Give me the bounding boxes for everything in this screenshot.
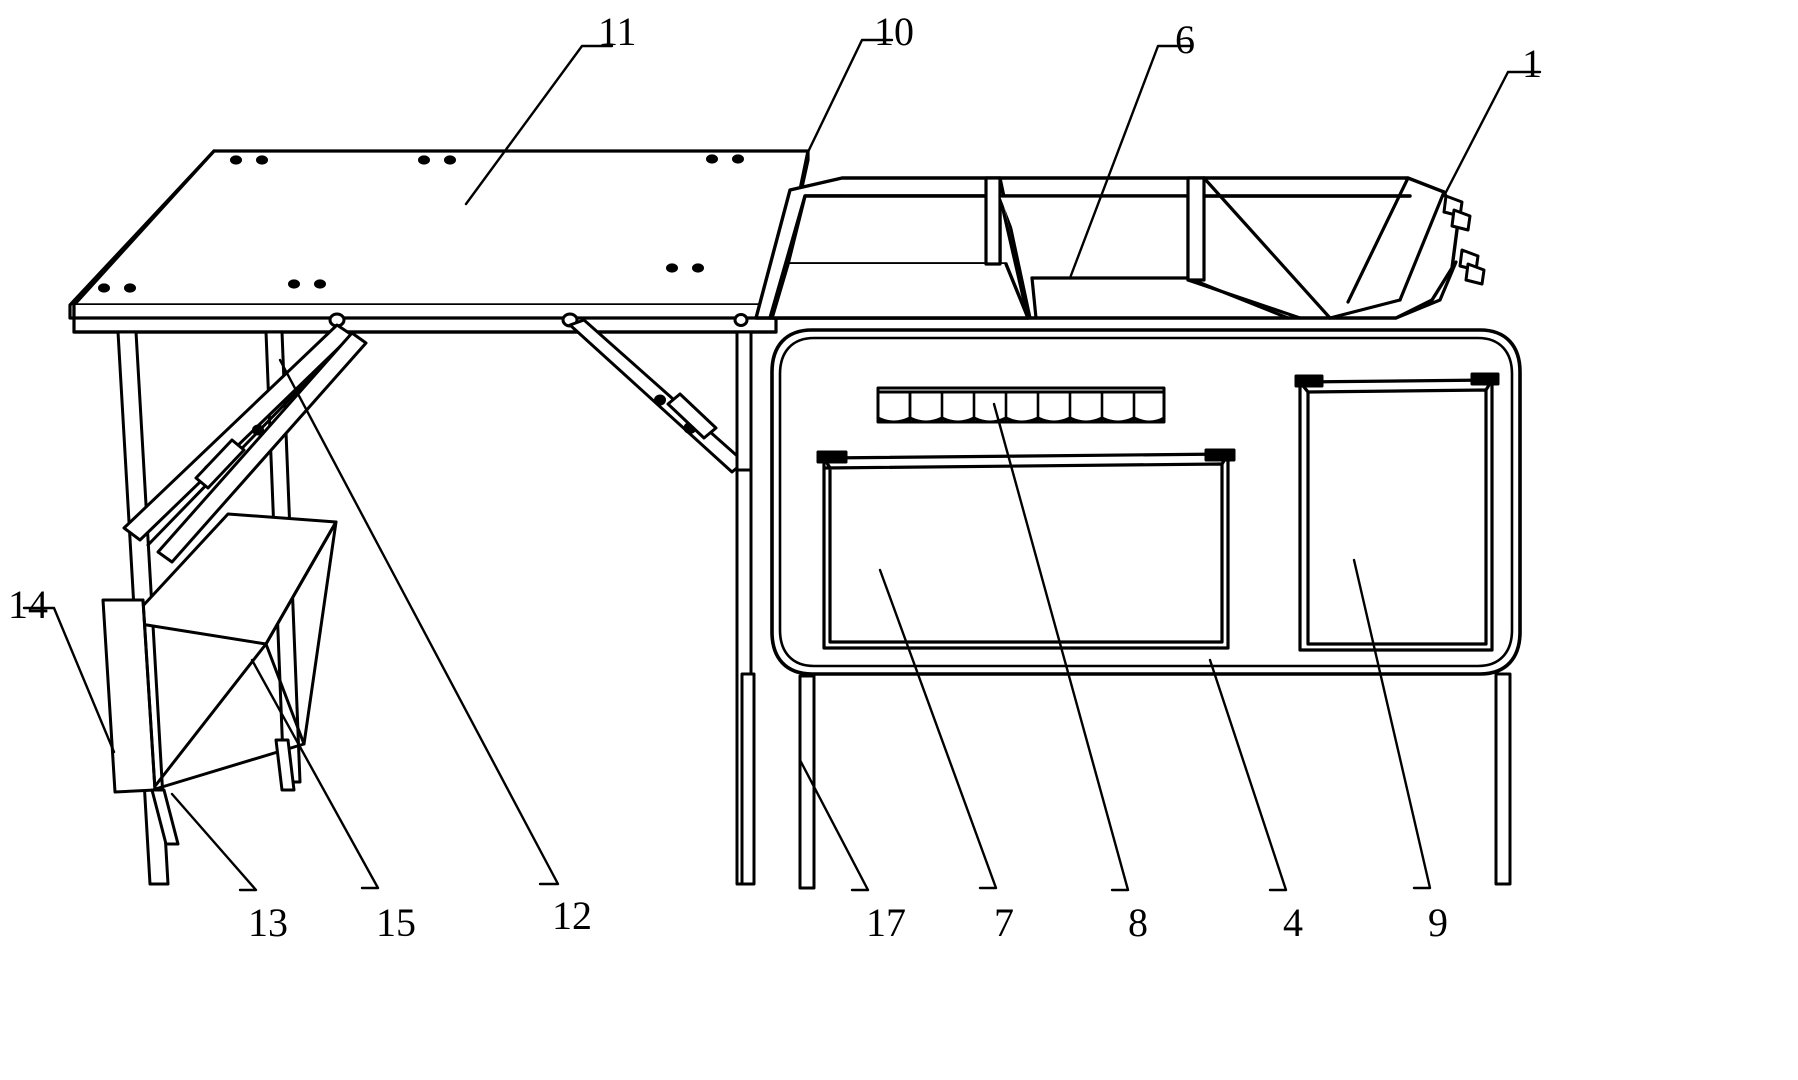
foldable-table-top-panel [68, 149, 810, 320]
cabinet-leg-left-rear [740, 672, 756, 886]
drawer-top-lip [816, 448, 1236, 464]
reference-numeral-11: 11 [598, 9, 637, 54]
bin-support-bracket [150, 738, 296, 846]
tray-compartment-right [1202, 194, 1412, 320]
tray-compartment-left [770, 194, 1030, 320]
folding-leg-brace-left-outer [156, 331, 368, 564]
reference-numeral-8: 8 [1128, 900, 1148, 945]
tray-latch-lower [1458, 248, 1486, 286]
table-top-front-apron [72, 303, 778, 334]
control-panel-strip [876, 386, 1166, 424]
reference-numeral-13: 13 [248, 900, 288, 945]
tray-divider-2 [1186, 176, 1332, 320]
reference-numeral-9: 9 [1428, 900, 1448, 945]
reference-numeral-12: 12 [552, 893, 592, 938]
side-door-panel [1298, 378, 1494, 652]
tray-rounded-corner [1346, 176, 1458, 320]
reference-numeral-14: 14 [8, 582, 48, 627]
side-door-top-lip [1294, 372, 1500, 388]
reference-numeral-10: 10 [874, 9, 914, 54]
reference-numeral-17: 17 [866, 900, 906, 945]
reference-numeral-1: 1 [1522, 41, 1542, 86]
reference-numeral-4: 4 [1283, 900, 1303, 945]
folding-leg-brace-right [568, 318, 746, 474]
reference-numeral-6: 6 [1175, 17, 1195, 62]
cabinet-leg-left-front [798, 674, 816, 890]
main-drawer-front [822, 452, 1230, 650]
cabinet-body-inner-outline [778, 336, 1514, 668]
cabinet-leg-right [1494, 672, 1512, 886]
reference-numeral-7: 7 [994, 900, 1014, 945]
folding-leg-brace-left [122, 323, 354, 547]
tray-latch-upper [1442, 194, 1472, 232]
leader-lines [22, 38, 1542, 892]
reference-numeral-15: 15 [376, 900, 416, 945]
